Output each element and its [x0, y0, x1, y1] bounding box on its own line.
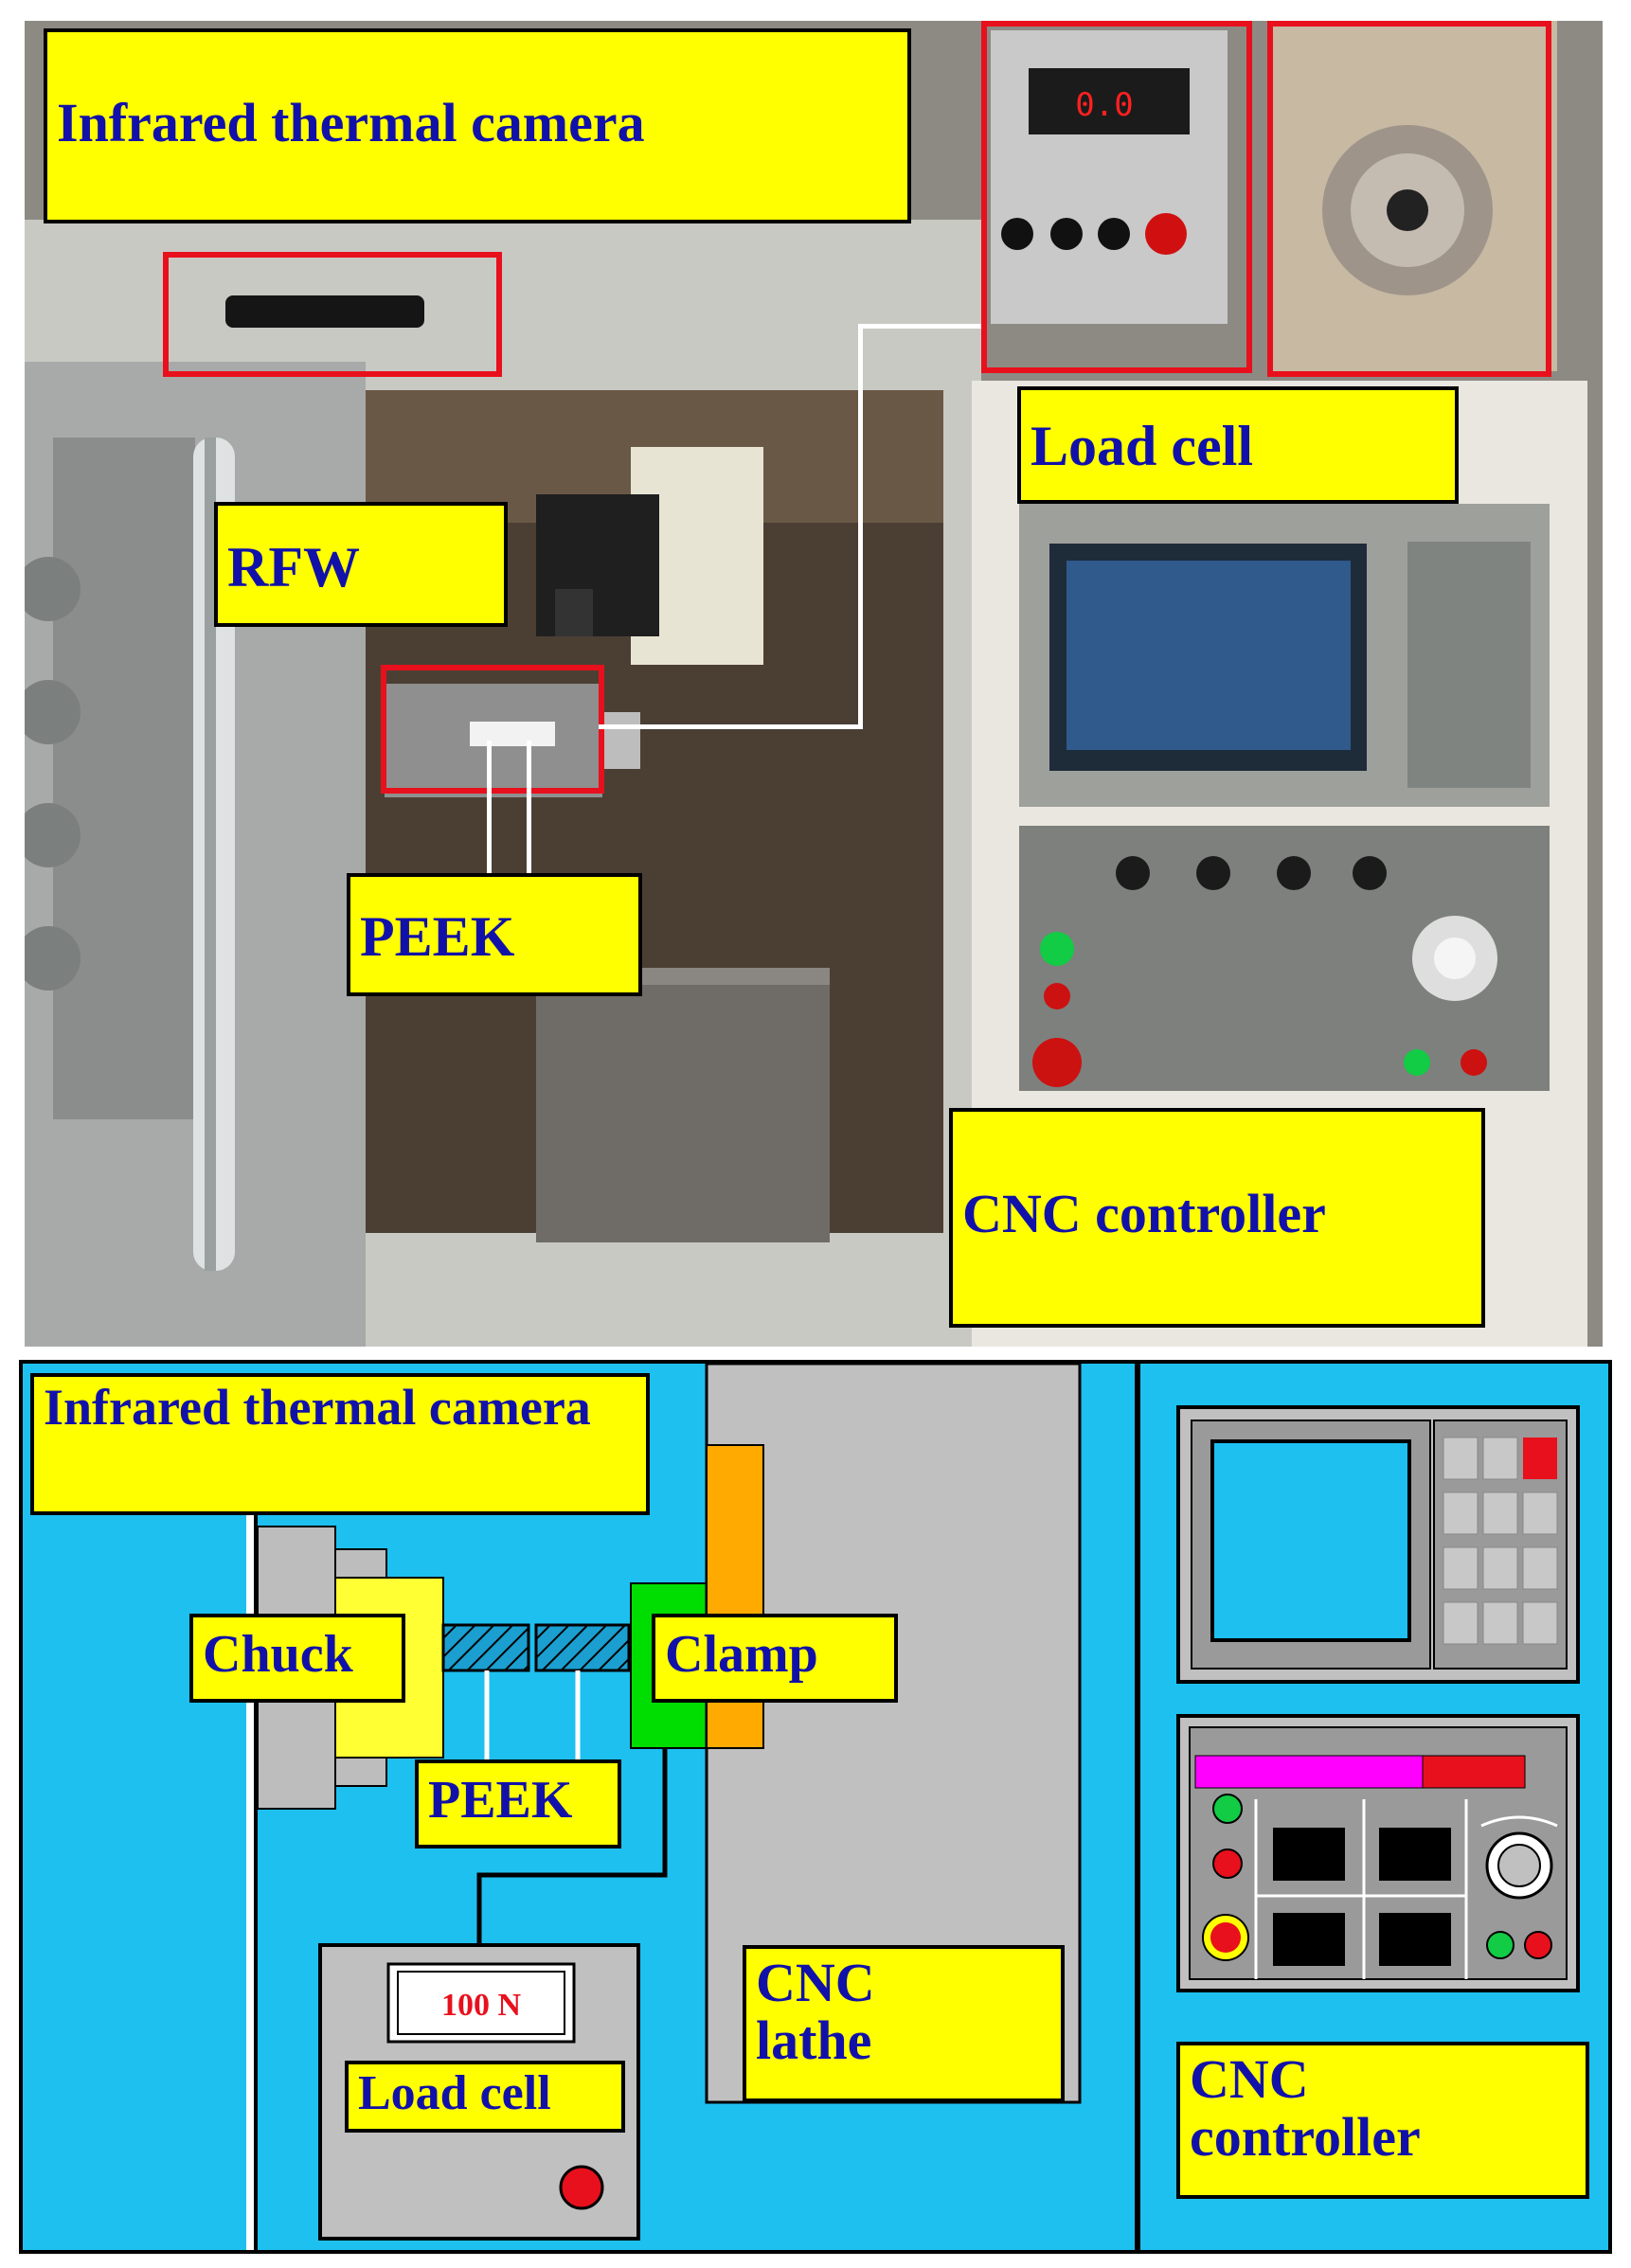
peek-leader-1: [487, 741, 492, 873]
camera-highlight-box: [163, 252, 502, 377]
schematic-label-cnc-controller: CNC controller: [1176, 2042, 1589, 2199]
schematic-label-peek: PEEK: [415, 1759, 621, 1848]
load-cell-reading: 100 N: [441, 1988, 522, 2023]
photo-label-infrared-camera: Infrared thermal camera: [44, 28, 911, 223]
schematic-label-cnc-lathe: CNC lathe: [743, 1945, 1065, 2102]
schematic-label-clamp: Clamp: [652, 1614, 898, 1703]
peek-leader-2: [527, 741, 531, 873]
schematic-panel: 100 N: [19, 1360, 1612, 2254]
photo-label-load-cell: Load cell: [1017, 386, 1459, 504]
load-cell-leader-horizontal-bottom: [599, 724, 862, 729]
load-cell-display-readout: 0.0: [1075, 86, 1133, 124]
load-cell-sensor-highlight-box: [1267, 21, 1551, 377]
schematic-label-infrared-camera: Infrared thermal camera: [30, 1373, 650, 1515]
photo-label-rfw: RFW: [214, 502, 508, 627]
photo-label-peek: PEEK: [347, 873, 642, 996]
photo-panel: 0.0 Infrared thermal camera Load cell RF…: [25, 21, 1603, 1347]
workpiece-highlight-box: [381, 665, 604, 794]
photo-label-cnc-controller: CNC controller: [949, 1108, 1485, 1328]
load-cell-leader-vertical: [858, 324, 863, 729]
schematic-label-chuck: Chuck: [189, 1614, 405, 1703]
load-cell-leader-horizontal-top: [858, 324, 981, 329]
photo-illustration: 0.0: [25, 21, 1603, 1347]
load-cell-indicator-highlight-box: [981, 21, 1252, 373]
schematic-label-load-cell: Load cell: [345, 2061, 625, 2133]
